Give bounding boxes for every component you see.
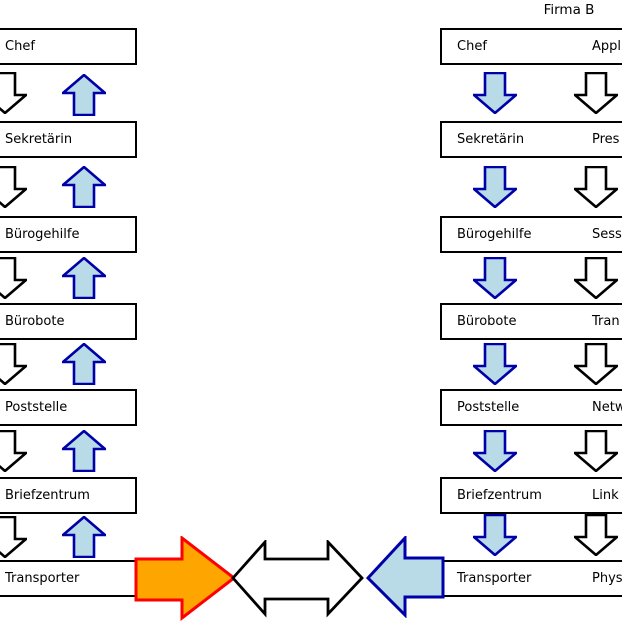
firma-b-title: Firma B [543, 2, 595, 18]
down-arrow-icon [473, 430, 517, 472]
osi-layer-label: Sess [592, 227, 622, 242]
osi-layer-label: Link [592, 488, 619, 503]
role-label: Briefzentrum [457, 488, 542, 503]
role-label: Bürobote [457, 314, 517, 329]
down-arrow-icon [574, 257, 618, 299]
up-arrow-icon [62, 516, 106, 558]
up-arrow-icon [62, 430, 106, 472]
down-arrow-icon [0, 257, 27, 299]
box-firma-b-transporter: Transporter Phys [440, 560, 622, 597]
box-firma-a-buerogehilfe: Bürogehilfe [0, 216, 137, 253]
osi-layer-label: Appl [592, 39, 622, 54]
role-label: Bürogehilfe [5, 227, 80, 242]
double-arrow-icon [231, 540, 364, 618]
box-firma-b-chef: Chef Appl [440, 28, 622, 65]
role-label: Chef [5, 39, 35, 54]
role-label: Sekretärin [5, 132, 73, 147]
up-arrow-icon [62, 343, 106, 385]
role-label: Bürogehilfe [457, 227, 532, 242]
down-arrow-icon [574, 514, 618, 556]
box-firma-b-briefzentrum: Briefzentrum Link [440, 477, 622, 514]
down-arrow-icon [473, 166, 517, 208]
up-arrow-icon [62, 74, 106, 116]
osi-layer-label: Pres [592, 132, 620, 147]
down-arrow-icon [0, 343, 27, 385]
box-firma-a-chef: Chef [0, 28, 137, 65]
down-arrow-icon [574, 430, 618, 472]
role-label: Sekretärin [457, 132, 525, 147]
up-arrow-icon [62, 166, 106, 208]
down-arrow-icon [473, 72, 517, 114]
left-arrow-icon [366, 536, 445, 618]
down-arrow-icon [574, 343, 618, 385]
down-arrow-icon [0, 166, 27, 208]
role-label: Poststelle [5, 400, 68, 415]
right-arrow-icon [134, 536, 237, 621]
role-label: Bürobote [5, 314, 65, 329]
box-firma-a-briefzentrum: Briefzentrum [0, 477, 137, 514]
down-arrow-icon [574, 166, 618, 208]
role-label: Transporter [457, 571, 532, 586]
box-firma-a-buerobote: Bürobote [0, 303, 137, 340]
box-firma-a-sekretaerin: Sekretärin [0, 121, 137, 158]
box-firma-b-poststelle: Poststelle Netw [440, 389, 622, 426]
role-label: Transporter [5, 571, 80, 586]
box-firma-a-poststelle: Poststelle [0, 389, 137, 426]
down-arrow-icon [473, 514, 517, 556]
osi-layer-label: Tran [592, 314, 620, 329]
box-firma-b-buerogehilfe: Bürogehilfe Sess [440, 216, 622, 253]
down-arrow-icon [473, 257, 517, 299]
role-label: Chef [457, 39, 487, 54]
box-firma-b-buerobote: Bürobote Tran [440, 303, 622, 340]
up-arrow-icon [62, 257, 106, 299]
down-arrow-icon [473, 343, 517, 385]
role-label: Poststelle [457, 400, 520, 415]
osi-layer-label: Phys [592, 571, 622, 586]
osi-layer-label: Netw [592, 400, 622, 415]
down-arrow-icon [0, 516, 27, 558]
box-firma-b-sekretaerin: Sekretärin Pres [440, 121, 622, 158]
box-firma-a-transporter: Transporter [0, 560, 137, 597]
down-arrow-icon [0, 72, 27, 114]
down-arrow-icon [0, 430, 27, 472]
down-arrow-icon [574, 72, 618, 114]
role-label: Briefzentrum [5, 488, 90, 503]
